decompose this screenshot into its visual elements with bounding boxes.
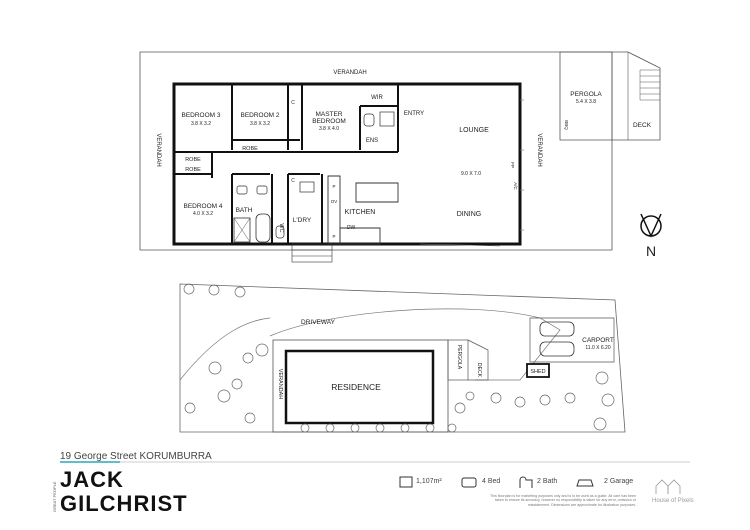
bedroom4-dims: 4.0 X 3.2 xyxy=(193,211,213,217)
oven-label: OV xyxy=(331,199,338,204)
deck-steps xyxy=(639,69,660,101)
property-address: 19 George Street KORUMBURRA xyxy=(60,451,212,462)
dw-label: DW xyxy=(347,225,356,231)
wir-label: WIR xyxy=(371,95,383,101)
fireplace-label: FP xyxy=(510,162,515,168)
ac-label: A/C xyxy=(513,182,518,190)
bedroom2-dims: 3.8 X 3.2 xyxy=(250,121,270,127)
pantry-label: P xyxy=(332,184,335,189)
ens-toilet xyxy=(363,113,375,127)
tree-icons xyxy=(183,283,615,433)
kitchen-label: KITCHEN xyxy=(345,209,376,216)
pergola-label: PERGOLA xyxy=(570,91,602,98)
laundry-label: L'DRY xyxy=(293,217,312,224)
agent-name-line2: GILCHRIST xyxy=(60,491,188,516)
lounge-dims: 9.0 X 7.0 xyxy=(461,171,481,177)
land-area-value: 1,107m² xyxy=(416,478,442,485)
toilet xyxy=(275,225,285,239)
robe-label-2: ROBE xyxy=(185,167,201,173)
house-of-pixels-logo xyxy=(655,479,681,494)
verandah-outline xyxy=(139,51,613,251)
front-steps xyxy=(291,243,333,263)
windows xyxy=(419,99,524,247)
agent-name-line1: JACK xyxy=(60,467,124,492)
land-area-icon xyxy=(399,476,413,488)
robe-label-3: ROBE xyxy=(242,146,258,152)
floor-plan: VERANDAH VERANDAH VERANDAH BEDROOM 3 3.8… xyxy=(139,51,662,263)
deck-outline xyxy=(612,51,661,141)
deck-label: DECK xyxy=(633,122,652,129)
verandah-left-label: VERANDAH xyxy=(155,133,161,166)
pantry-label-2: P xyxy=(332,234,335,239)
site-boundary xyxy=(179,283,626,433)
house-walls xyxy=(172,82,522,246)
residence-label: RESIDENCE xyxy=(331,382,381,392)
entry-label: ENTRY xyxy=(404,111,424,117)
car-garage-icon xyxy=(576,479,594,487)
pantry xyxy=(327,175,341,245)
carport-dims: 11.0 X 6.20 xyxy=(585,345,610,351)
wc-label: WC xyxy=(278,223,284,232)
disclaimer-text: This floorplan is for marketing purposes… xyxy=(489,494,636,507)
site-deck-label: DECK xyxy=(476,363,482,378)
verandah-footprint xyxy=(272,339,449,433)
dining-label: DINING xyxy=(457,211,482,218)
shed-footprint xyxy=(526,363,550,378)
master-label-2: BEDROOM xyxy=(312,118,346,125)
lounge-label: LOUNGE xyxy=(459,127,489,134)
bbq-label: BBQ xyxy=(564,120,569,130)
site-verandah-label: VERANDAH xyxy=(277,369,283,400)
verandah-right-label: VERANDAH xyxy=(536,133,542,166)
carport-label: CARPORT xyxy=(582,337,614,344)
site-pergola xyxy=(447,339,469,381)
basin xyxy=(236,185,248,195)
shower xyxy=(233,217,251,243)
master-label-1: MASTER xyxy=(315,111,342,118)
robe-label-1: ROBE xyxy=(185,157,201,163)
agent-tagline: GREAT PEOPLE xyxy=(52,481,57,512)
laundry-tub xyxy=(299,181,315,193)
garage-value: 2 Garage xyxy=(604,478,634,485)
bathtub xyxy=(255,213,271,243)
ens-shower xyxy=(379,111,395,127)
north-arrow-icon xyxy=(640,213,662,238)
bedrooms-value: 4 Bed xyxy=(482,478,501,485)
car-icon xyxy=(539,321,575,357)
bedroom2-label: BEDROOM 2 xyxy=(240,112,279,119)
cupboard-label-2: C xyxy=(291,178,295,184)
bedroom3-dims: 3.8 X 3.2 xyxy=(191,121,211,127)
internal-walls xyxy=(174,84,399,244)
bedroom4-label: BEDROOM 4 xyxy=(183,203,222,210)
kitchen-island xyxy=(355,182,399,203)
verandah-top-label: VERANDAH xyxy=(333,70,366,76)
bath-icon xyxy=(519,476,533,488)
bathrooms-value: 2 Bath xyxy=(537,478,558,485)
shed-label: SHED xyxy=(530,369,545,375)
residence-footprint xyxy=(284,349,435,425)
master-dims: 3.8 X 4.0 xyxy=(319,126,339,132)
bath-label: BATH xyxy=(236,207,253,214)
site-pergola-label: PERGOLA xyxy=(456,345,462,370)
ens-label: ENS xyxy=(366,138,378,144)
site-plan: DRIVEWAY RESIDENCE VERANDAH PERGOLA DECK… xyxy=(179,283,626,433)
driveway-label: DRIVEWAY xyxy=(301,319,336,326)
cupboard-label: C xyxy=(291,100,295,106)
bedroom3-label: BEDROOM 3 xyxy=(181,112,220,119)
north-label: N xyxy=(646,243,656,259)
carport-outline xyxy=(529,317,615,363)
pergola-dims: 5.4 X 3.8 xyxy=(576,99,596,105)
site-deck xyxy=(467,339,489,381)
brand-name: House of Pixels xyxy=(652,498,694,504)
bed-icon xyxy=(461,477,477,488)
basin xyxy=(256,185,268,195)
